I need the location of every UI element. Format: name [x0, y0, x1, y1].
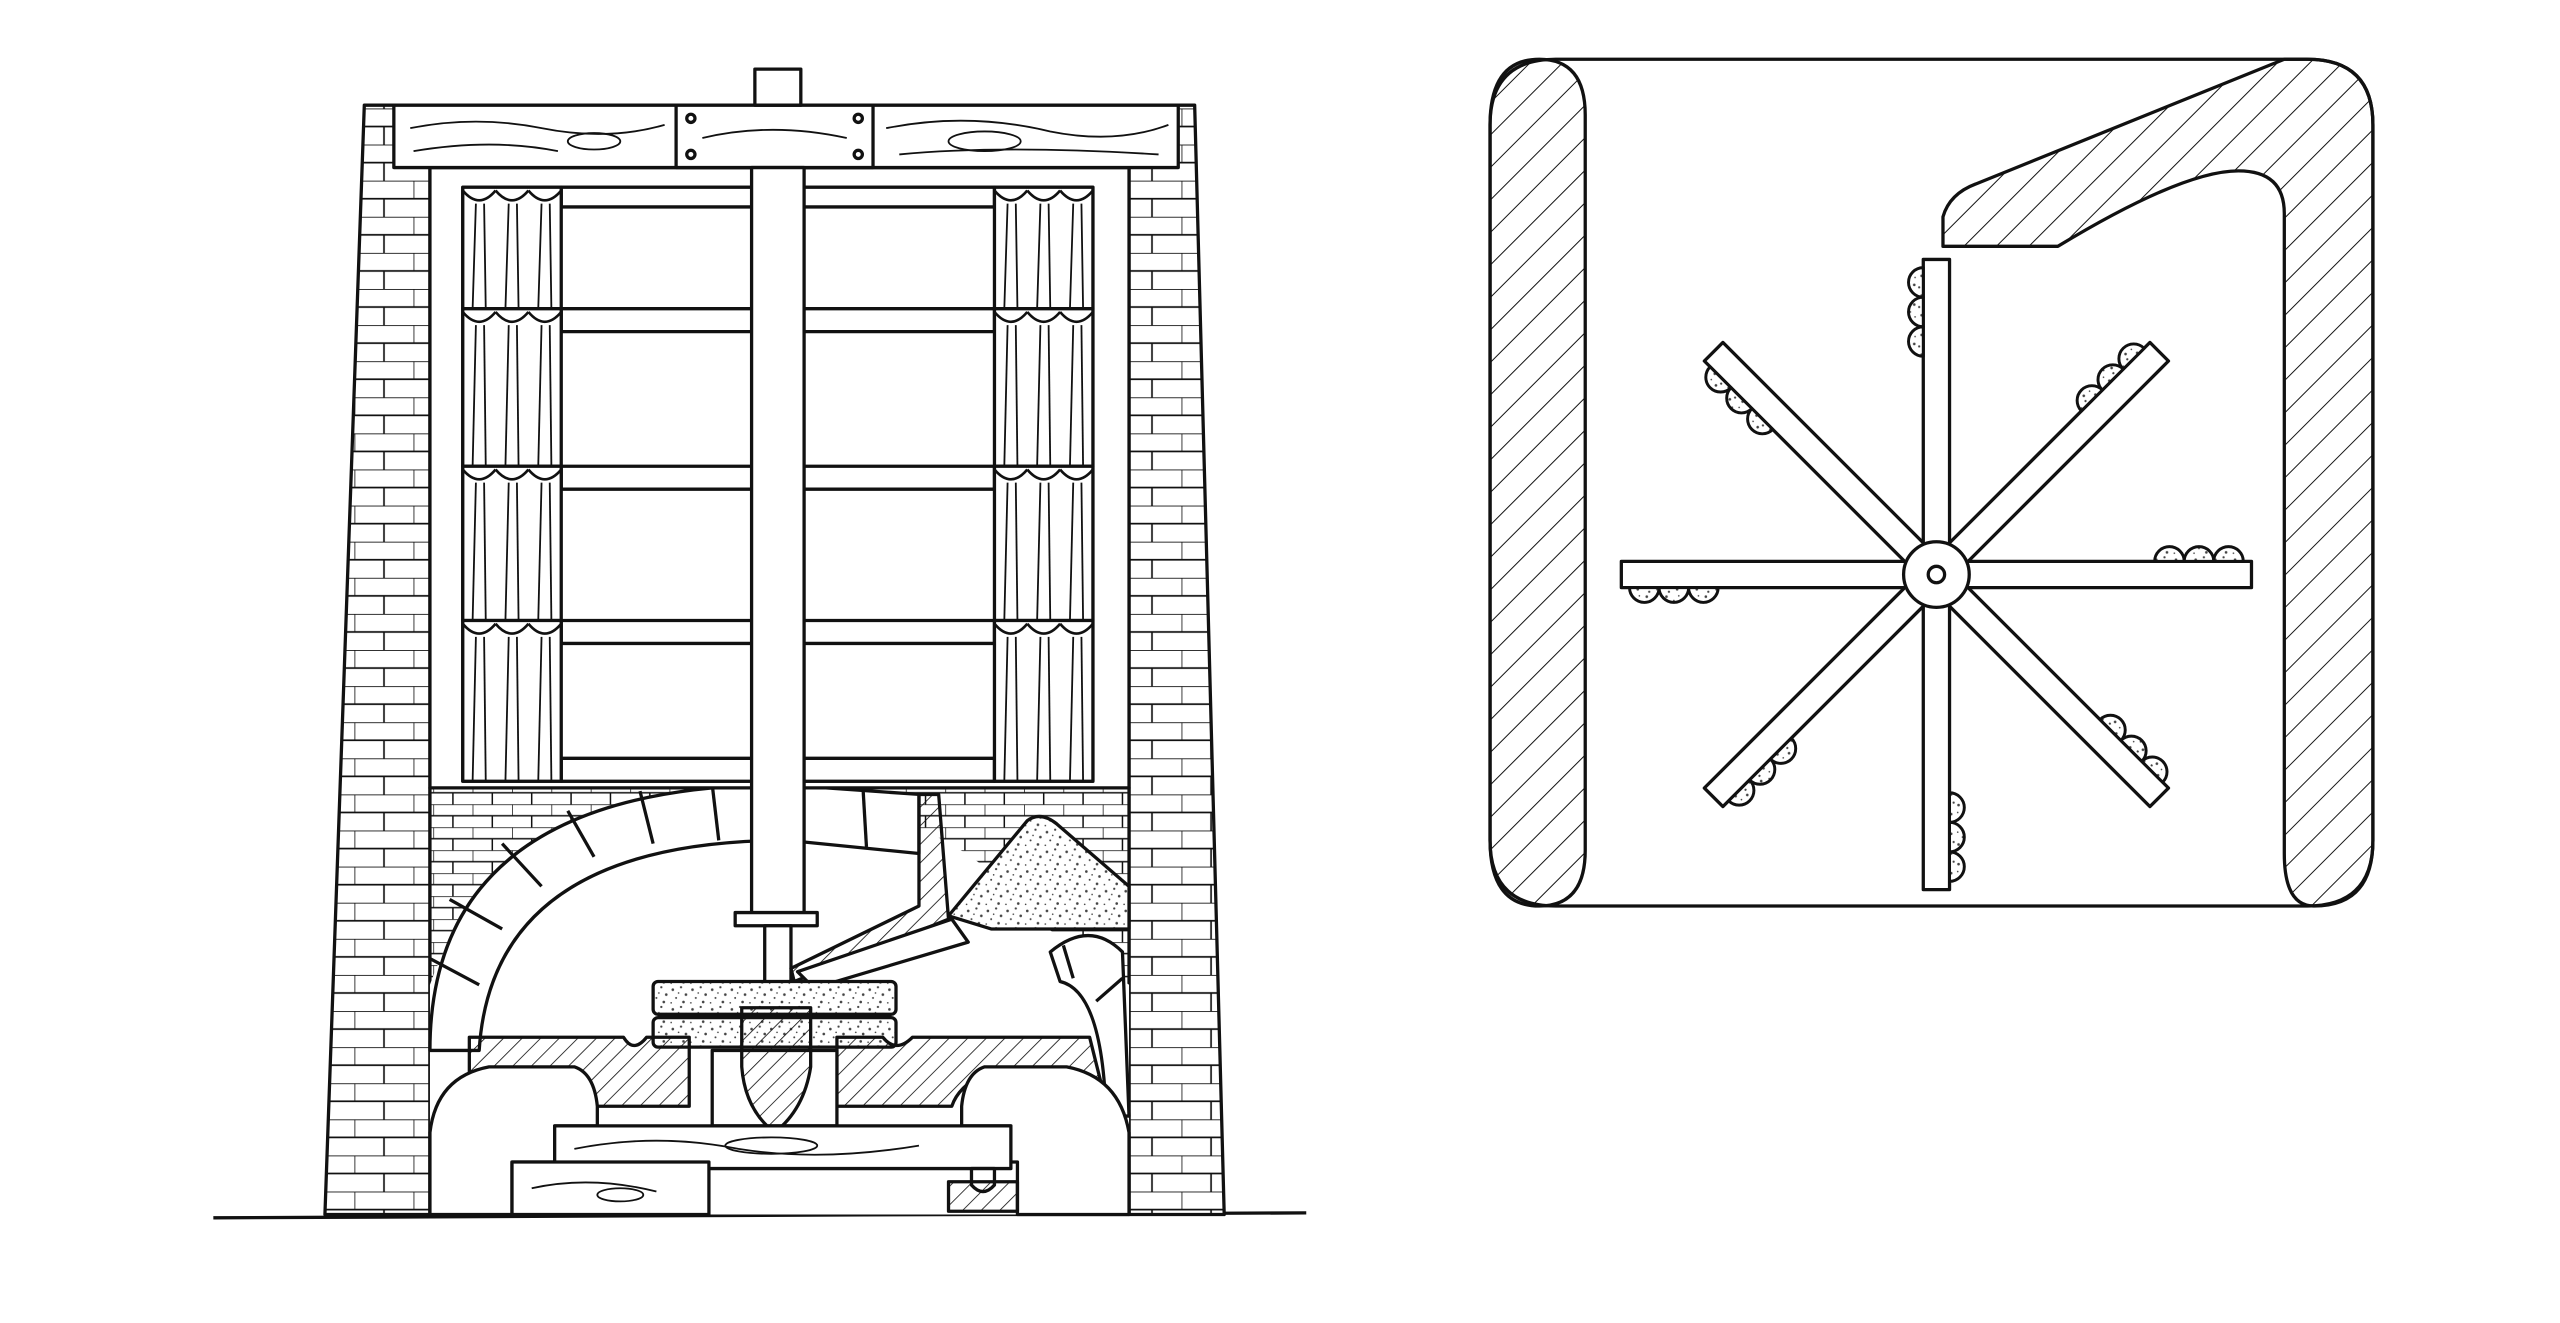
guide-post-segment — [992, 618, 1095, 783]
guide-post-segment — [461, 307, 563, 468]
wheel-blade — [1925, 563, 2171, 809]
blade-rib — [1727, 778, 1756, 807]
grain-pile — [946, 814, 1131, 931]
blade-rib — [2119, 734, 2148, 763]
wheel-blade — [1925, 340, 2171, 586]
blade-rib — [1768, 736, 1798, 765]
blade-rib — [1907, 325, 1925, 358]
hub-axle — [1926, 564, 1947, 585]
wheel-plan-view — [1488, 57, 2375, 908]
spindle-top — [753, 67, 803, 107]
blade-rib — [1948, 820, 1966, 854]
guide-post-segment — [992, 307, 1095, 468]
blade-rib — [1748, 757, 1777, 786]
blade-rib — [2096, 363, 2125, 392]
wheel-blade — [1934, 545, 2254, 590]
blade-rib — [2153, 545, 2186, 563]
wheel-blade — [1921, 572, 1966, 892]
bearing-block — [946, 1180, 1020, 1213]
blade-rib — [1704, 365, 1733, 394]
left-brick-pier — [323, 103, 432, 1217]
right-guide-posts — [992, 185, 1095, 783]
beam-wood-grain — [410, 119, 1169, 156]
blade-rib — [2098, 713, 2127, 742]
blade-rib — [2075, 384, 2104, 413]
blade-rib — [2140, 755, 2169, 784]
wheel-blade — [1702, 563, 1948, 809]
blade-rib — [1687, 586, 1720, 604]
blade-rib — [2117, 342, 2146, 371]
guide-post-segment — [992, 464, 1095, 623]
right-pit-wall-and-flume — [1941, 57, 2375, 908]
left-pit-wall — [1488, 57, 1587, 908]
guide-post-segment — [461, 185, 563, 311]
blade-rib — [1746, 407, 1775, 436]
blade-rib — [1657, 586, 1691, 604]
right-brick-pier — [1127, 103, 1226, 1217]
left-guide-posts — [461, 185, 563, 783]
guide-post-segment — [461, 618, 563, 783]
main-shaft — [749, 165, 806, 918]
wheel-blade — [1619, 559, 1939, 604]
guide-post-segment — [461, 464, 563, 623]
guide-post-segment — [992, 185, 1095, 311]
blade-rib — [1725, 386, 1754, 415]
blade-rib — [1907, 295, 1925, 329]
blade-rib — [2212, 545, 2245, 563]
blade-rib — [1628, 586, 1661, 604]
blade-rib — [1948, 791, 1966, 824]
blade-rib — [1907, 266, 1925, 299]
blade-rib — [2182, 545, 2216, 563]
mill-elevation-view — [213, 67, 1307, 1220]
right-tailrace-opening — [960, 1065, 1131, 1217]
blade-rib — [1948, 850, 1966, 883]
left-tailrace-opening — [428, 1065, 599, 1217]
